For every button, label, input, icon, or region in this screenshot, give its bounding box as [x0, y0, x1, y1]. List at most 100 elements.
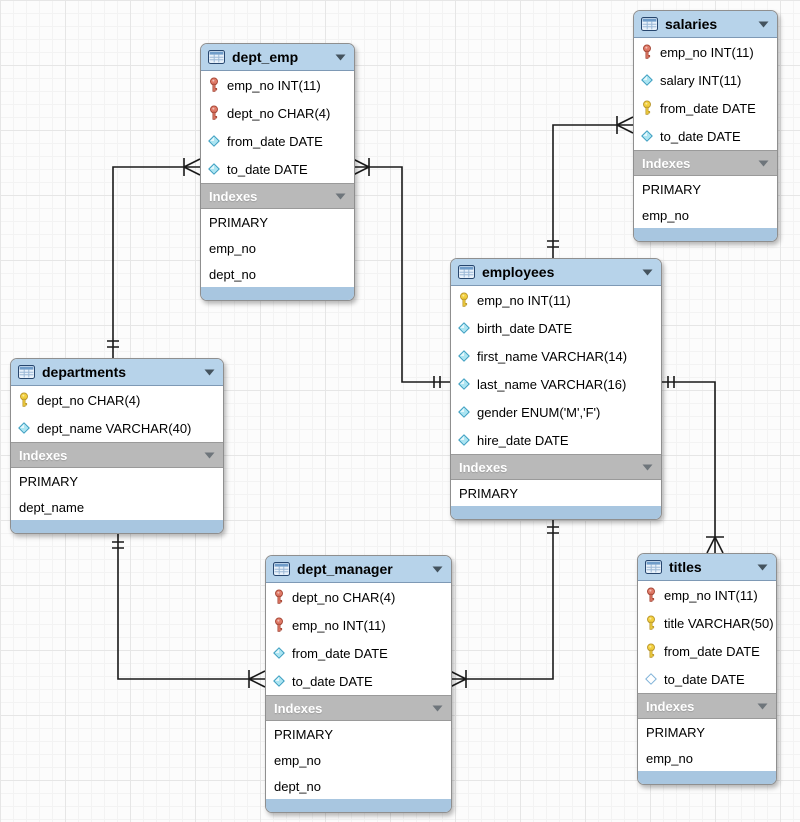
column-row[interactable]: last_name VARCHAR(16): [451, 370, 661, 398]
column-row[interactable]: to_date DATE: [638, 665, 776, 693]
table-header[interactable]: employees: [451, 259, 661, 286]
column-label: from_date DATE: [227, 133, 323, 149]
column-row[interactable]: emp_no INT(11): [266, 611, 451, 639]
table-employees[interactable]: employees emp_no INT(11) birth_date DATE…: [450, 258, 662, 520]
indexes-header[interactable]: Indexes: [451, 454, 661, 480]
column-label: salary INT(11): [660, 72, 742, 88]
indexes-header[interactable]: Indexes: [201, 183, 354, 209]
table-salaries[interactable]: salaries emp_no INT(11) salary INT(11) f…: [633, 10, 778, 242]
table-departments[interactable]: departments dept_no CHAR(4) dept_name VA…: [10, 358, 224, 534]
column-row[interactable]: hire_date DATE: [451, 426, 661, 454]
column-row[interactable]: dept_no CHAR(4): [266, 583, 451, 611]
relationship-employees-dept_emp[interactable]: [352, 158, 450, 388]
column-row[interactable]: emp_no INT(11): [638, 581, 776, 609]
crow-foot-many-marker: [706, 536, 724, 554]
table-header[interactable]: dept_emp: [201, 44, 354, 71]
nullable-column-icon: [645, 673, 659, 685]
table-dept_emp[interactable]: dept_emp emp_no INT(11) dept_no CHAR(4) …: [200, 43, 355, 301]
indexes-label: Indexes: [209, 188, 258, 204]
index-row[interactable]: emp_no: [638, 745, 776, 771]
indexes-label: Indexes: [642, 155, 691, 171]
index-row[interactable]: PRIMARY: [201, 209, 354, 235]
table-icon: [645, 560, 662, 574]
column-label: dept_name VARCHAR(40): [37, 420, 192, 436]
indexes-header[interactable]: Indexes: [634, 150, 777, 176]
column-label: dept_no CHAR(4): [37, 392, 141, 408]
table-header[interactable]: departments: [11, 359, 223, 386]
indexes-header[interactable]: Indexes: [266, 695, 451, 721]
column-row[interactable]: gender ENUM('M','F'): [451, 398, 661, 426]
column-row[interactable]: to_date DATE: [201, 155, 354, 183]
indexes-header[interactable]: Indexes: [638, 693, 776, 719]
column-label: emp_no INT(11): [477, 292, 571, 308]
index-row[interactable]: emp_no: [634, 202, 777, 228]
column-row[interactable]: from_date DATE: [201, 127, 354, 155]
table-header[interactable]: salaries: [634, 11, 777, 38]
index-row[interactable]: PRIMARY: [266, 721, 451, 747]
index-row[interactable]: emp_no: [201, 235, 354, 261]
indexes-header[interactable]: Indexes: [11, 442, 223, 468]
column-row[interactable]: title VARCHAR(50): [638, 609, 776, 637]
relationship-employees-titles[interactable]: [660, 376, 724, 554]
table-header[interactable]: titles: [638, 554, 776, 581]
collapse-icon[interactable]: [642, 464, 653, 471]
crow-foot-many-marker: [248, 670, 266, 688]
column-label: to_date DATE: [227, 161, 308, 177]
collapse-icon[interactable]: [204, 369, 215, 376]
collapse-icon[interactable]: [758, 160, 769, 167]
column-label: birth_date DATE: [477, 320, 573, 336]
table-icon: [458, 265, 475, 279]
relationship-employees-salaries[interactable]: [547, 116, 634, 258]
foreign-key-icon: [641, 44, 655, 60]
column-row[interactable]: salary INT(11): [634, 66, 777, 94]
column-row[interactable]: emp_no INT(11): [634, 38, 777, 66]
column-row[interactable]: dept_no CHAR(4): [11, 386, 223, 414]
column-row[interactable]: emp_no INT(11): [201, 71, 354, 99]
index-row[interactable]: PRIMARY: [11, 468, 223, 494]
column-row[interactable]: dept_name VARCHAR(40): [11, 414, 223, 442]
index-row[interactable]: dept_no: [201, 261, 354, 287]
column-row[interactable]: from_date DATE: [634, 94, 777, 122]
relationship-line: [112, 166, 200, 358]
index-row[interactable]: PRIMARY: [638, 719, 776, 745]
collapse-icon[interactable]: [204, 452, 215, 459]
column-label: emp_no INT(11): [292, 617, 386, 633]
column-row[interactable]: from_date DATE: [638, 637, 776, 665]
index-row[interactable]: dept_name: [11, 494, 223, 520]
index-row[interactable]: dept_no: [266, 773, 451, 799]
relationship-departments-dept_manager[interactable]: [112, 529, 266, 688]
column-row[interactable]: to_date DATE: [266, 667, 451, 695]
column-row[interactable]: to_date DATE: [634, 122, 777, 150]
column-row[interactable]: birth_date DATE: [451, 314, 661, 342]
column-row[interactable]: from_date DATE: [266, 639, 451, 667]
index-row[interactable]: PRIMARY: [634, 176, 777, 202]
collapse-icon[interactable]: [432, 705, 443, 712]
table-titles[interactable]: titles emp_no INT(11) title VARCHAR(50) …: [637, 553, 777, 785]
index-label: emp_no: [209, 240, 256, 256]
collapse-icon[interactable]: [335, 54, 346, 61]
index-row[interactable]: PRIMARY: [451, 480, 661, 506]
table-header[interactable]: dept_manager: [266, 556, 451, 583]
indexes-label: Indexes: [19, 447, 68, 463]
primary-key-icon: [641, 100, 655, 116]
collapse-icon[interactable]: [757, 564, 768, 571]
relationship-employees-dept_manager[interactable]: [449, 515, 559, 688]
index-row[interactable]: emp_no: [266, 747, 451, 773]
collapse-icon[interactable]: [335, 193, 346, 200]
collapse-icon[interactable]: [642, 269, 653, 276]
column-label: emp_no INT(11): [664, 587, 758, 603]
collapse-icon[interactable]: [432, 566, 443, 573]
collapse-icon[interactable]: [757, 703, 768, 710]
column-row[interactable]: emp_no INT(11): [451, 286, 661, 314]
notnull-column-icon: [641, 74, 655, 86]
column-row[interactable]: dept_no CHAR(4): [201, 99, 354, 127]
table-dept_manager[interactable]: dept_manager dept_no CHAR(4) emp_no INT(…: [265, 555, 452, 813]
column-row[interactable]: first_name VARCHAR(14): [451, 342, 661, 370]
table-title: titles: [669, 559, 702, 575]
relationship-departments-dept_emp[interactable]: [107, 158, 201, 358]
collapse-icon[interactable]: [758, 21, 769, 28]
table-footer: [634, 228, 777, 241]
notnull-column-icon: [458, 322, 472, 334]
